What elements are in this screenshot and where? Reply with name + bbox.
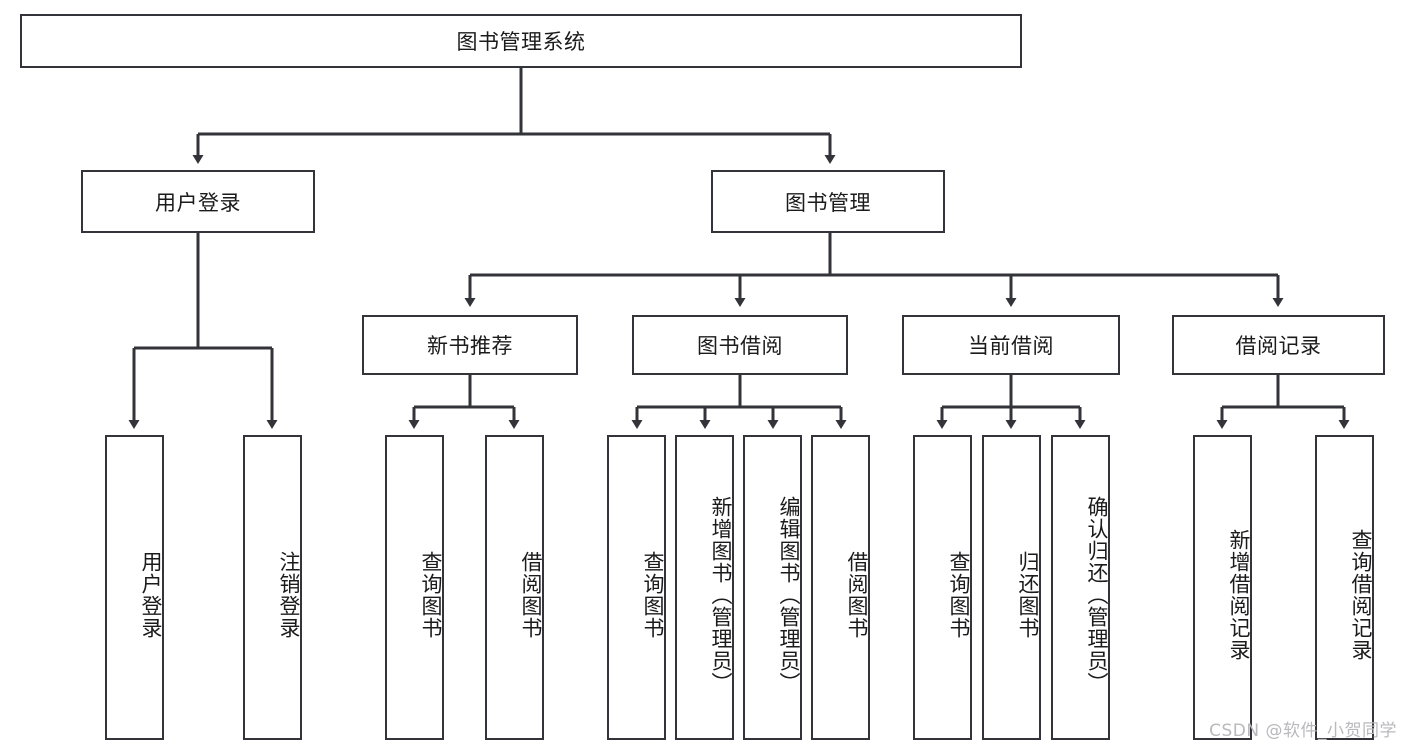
node-label: 编辑图书（管理员）: [777, 495, 801, 694]
leaf-borrow-book-recommend[interactable]: 借阅图书: [485, 435, 544, 740]
node-label: 图书借阅: [697, 334, 783, 358]
node-label: 查询图书: [641, 550, 665, 639]
node-label: 用户登录: [139, 550, 163, 639]
leaf-return-book[interactable]: 归还图书: [982, 435, 1041, 740]
node-label: 用户登录: [155, 190, 241, 215]
leaf-borrow-book[interactable]: 借阅图书: [811, 435, 870, 740]
node-new-book-recommend[interactable]: 新书推荐: [362, 315, 578, 375]
node-label: 图书管理: [785, 190, 871, 215]
node-label: 新书推荐: [427, 334, 513, 358]
node-label: 查询图书: [419, 550, 443, 639]
leaf-edit-book-admin[interactable]: 编辑图书（管理员）: [743, 435, 802, 740]
node-label: 借阅记录: [1235, 334, 1322, 358]
leaf-query-borrow-record[interactable]: 查询借阅记录: [1315, 435, 1374, 740]
node-label: 借阅图书: [845, 550, 869, 639]
csdn-watermark: CSDN @软件_小贺同学: [1209, 721, 1397, 741]
node-label: 查询借阅记录: [1349, 528, 1373, 661]
node-user-login[interactable]: 用户登录: [81, 170, 315, 233]
node-label: 注销登录: [277, 550, 301, 639]
leaf-query-book-current[interactable]: 查询图书: [913, 435, 972, 740]
leaf-query-book-borrow[interactable]: 查询图书: [607, 435, 666, 740]
node-borrow-record[interactable]: 借阅记录: [1172, 315, 1385, 375]
node-label: 图书管理系统: [456, 30, 586, 54]
node-book-management-system[interactable]: 图书管理系统: [20, 14, 1022, 68]
node-label: 新增借阅记录: [1227, 528, 1251, 661]
leaf-logout[interactable]: 注销登录: [243, 435, 302, 740]
node-label: 查询图书: [947, 550, 971, 639]
leaf-query-book-recommend[interactable]: 查询图书: [385, 435, 444, 740]
node-label: 当前借阅: [968, 334, 1054, 358]
leaf-add-borrow-record[interactable]: 新增借阅记录: [1193, 435, 1252, 740]
node-label: 确认归还（管理员）: [1085, 495, 1109, 694]
node-book-borrow[interactable]: 图书借阅: [632, 315, 848, 375]
node-label: 借阅图书: [519, 550, 543, 639]
leaf-user-login[interactable]: 用户登录: [105, 435, 164, 740]
node-label: 新增图书（管理员）: [709, 495, 733, 694]
node-book-management[interactable]: 图书管理: [711, 170, 945, 233]
leaf-add-book-admin[interactable]: 新增图书（管理员）: [675, 435, 734, 740]
leaf-confirm-return-admin[interactable]: 确认归还（管理员）: [1051, 435, 1110, 740]
node-current-borrow[interactable]: 当前借阅: [902, 315, 1120, 375]
node-label: 归还图书: [1016, 550, 1040, 639]
